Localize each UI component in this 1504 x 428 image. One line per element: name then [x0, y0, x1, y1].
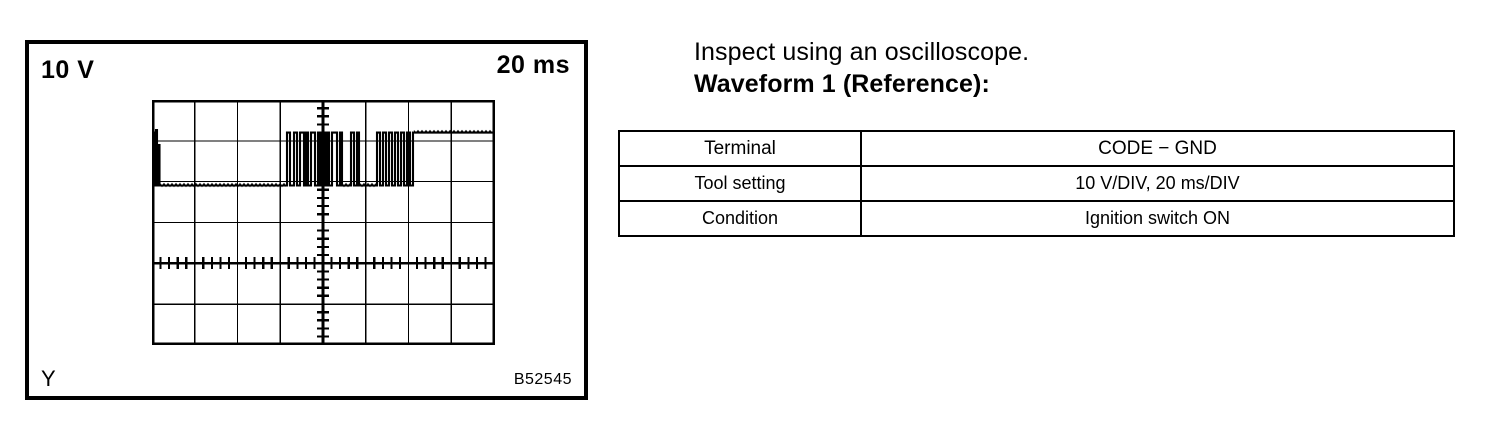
scope-axis-label: Y	[41, 366, 56, 391]
scope-vertical-scale-label: 10 V	[41, 56, 95, 84]
row-label-condition: Condition	[618, 200, 862, 237]
waveform-noise-low	[159, 182, 377, 188]
waveform-graticule	[152, 100, 495, 345]
oscilloscope-panel: 10 V 20 ms Y B52545	[25, 40, 588, 400]
instruction-block: Inspect using an oscilloscope. Waveform …	[618, 38, 1463, 99]
row-value-condition: Ignition switch ON	[860, 200, 1455, 237]
waveform-heading: Waveform 1 (Reference):	[694, 70, 990, 98]
figure-reference-code: B52545	[513, 371, 572, 388]
waveform-trace	[153, 128, 493, 187]
scope-horizontal-scale-label: 20 ms	[496, 51, 570, 79]
table-row: Terminal CODE − GND	[618, 130, 1455, 167]
spec-table-body: Terminal CODE − GND Tool setting 10 V/DI…	[618, 130, 1455, 237]
row-value-terminal: CODE − GND	[860, 130, 1455, 167]
row-label-tool-setting: Tool setting	[618, 165, 862, 202]
waveform-noise-high	[413, 129, 493, 134]
table-row: Condition Ignition switch ON	[618, 200, 1455, 237]
table-row: Tool setting 10 V/DIV, 20 ms/DIV	[618, 165, 1455, 202]
instruction-text: Inspect using an oscilloscope.	[694, 38, 1030, 66]
row-value-tool-setting: 10 V/DIV, 20 ms/DIV	[860, 165, 1455, 202]
row-label-terminal: Terminal	[618, 130, 862, 167]
waveform-spec-table: Terminal CODE − GND Tool setting 10 V/DI…	[618, 130, 1455, 237]
